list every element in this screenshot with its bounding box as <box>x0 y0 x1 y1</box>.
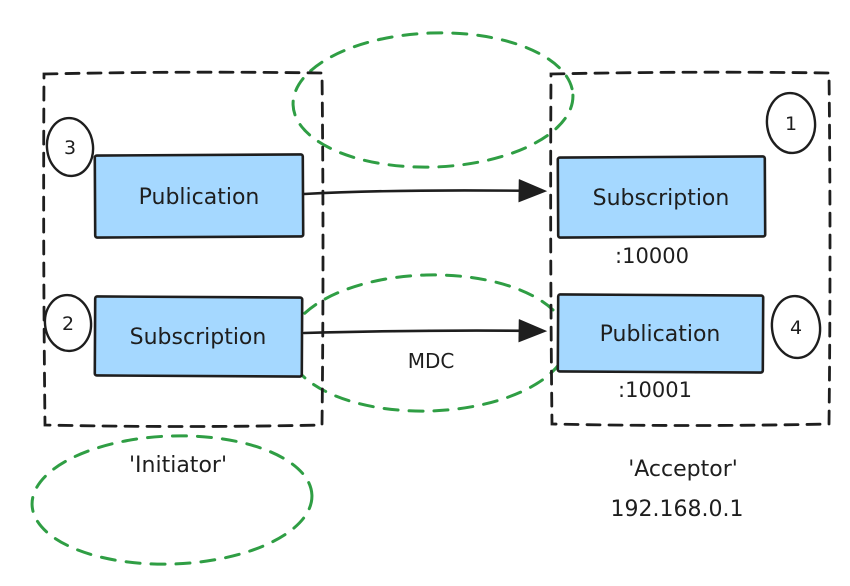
initiator-container <box>42 70 325 428</box>
mdc-connection-label: MDC <box>408 349 455 373</box>
acceptor-container <box>549 70 832 427</box>
badge-step-4: 4 <box>790 317 802 339</box>
arrow-publication-to-subscription <box>302 178 548 203</box>
acceptor-publication-label: Publication <box>600 322 721 347</box>
acceptor-publication-box <box>556 293 765 374</box>
badge-step-2-circle <box>43 293 93 353</box>
initiator-publication-label: Publication <box>139 185 260 210</box>
acceptor-publication-port: :10001 <box>618 378 692 402</box>
badge-step-2: 2 <box>62 313 74 335</box>
annotation-ellipse-top <box>291 31 575 169</box>
badge-step-3: 3 <box>64 137 76 159</box>
annotation-ellipse-bottom-left <box>30 434 314 566</box>
badge-step-3-circle <box>45 116 95 178</box>
acceptor-address-label: 192.168.0.1 <box>611 497 744 522</box>
acceptor-subscription-box <box>556 155 767 239</box>
initiator-subscription-label: Subscription <box>130 325 267 350</box>
badge-step-4-circle <box>770 294 822 360</box>
initiator-zone-label: 'Initiator' <box>129 453 227 478</box>
annotation-ellipse-middle <box>286 273 570 413</box>
initiator-publication-box <box>93 153 305 239</box>
badge-step-1: 1 <box>785 113 797 135</box>
acceptor-zone-label: 'Acceptor' <box>628 457 738 482</box>
initiator-subscription-box <box>93 295 304 378</box>
acceptor-subscription-port: :10000 <box>615 244 689 268</box>
arrow-subscription-to-publication <box>302 318 548 343</box>
acceptor-subscription-label: Subscription <box>593 186 730 211</box>
badge-step-1-circle <box>765 91 817 155</box>
